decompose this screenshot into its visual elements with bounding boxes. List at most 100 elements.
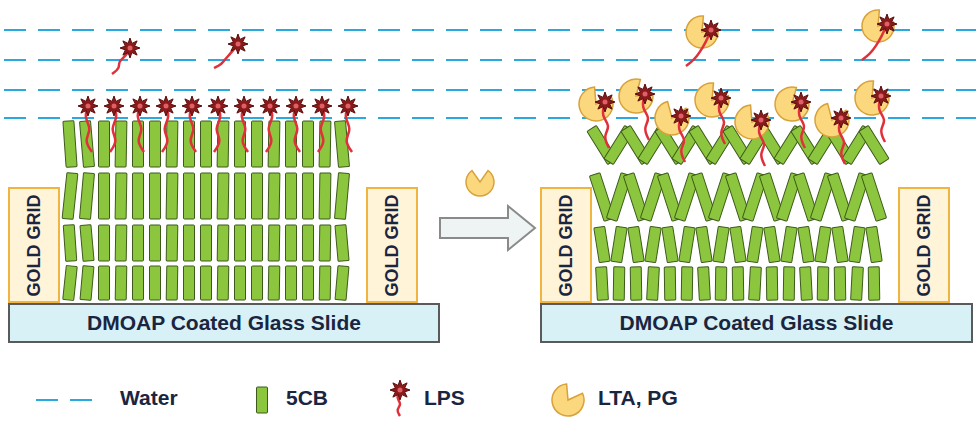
lc-rod — [303, 121, 314, 167]
grid-label: GOLD GRID — [24, 194, 45, 296]
lc-rod — [815, 226, 831, 262]
lc-rod — [115, 225, 127, 261]
lps-core — [320, 104, 325, 109]
lc-rod — [303, 225, 314, 261]
lps-core — [643, 92, 648, 97]
lc-rod — [115, 266, 127, 300]
lc-rod — [99, 121, 110, 167]
lc-rod — [747, 226, 763, 262]
lc-rod — [319, 173, 331, 219]
lps-core — [879, 94, 884, 99]
lc-rod — [184, 225, 195, 261]
lps-core — [885, 22, 890, 27]
lc-rod — [150, 266, 161, 300]
lc-rod — [851, 267, 864, 301]
lps-head — [78, 96, 98, 116]
lc-rod — [303, 266, 314, 300]
legend-label: LPS — [424, 386, 465, 410]
lc-rod — [257, 387, 268, 413]
lps-head — [234, 96, 254, 116]
lps-head — [104, 96, 124, 116]
lps-core — [709, 28, 714, 33]
lc-rod — [732, 267, 744, 300]
legend-samples — [36, 380, 584, 416]
lc-rod — [217, 173, 229, 219]
lps-core — [86, 104, 91, 109]
gold-grid: GOLD GRID — [898, 187, 950, 303]
gold-grid: GOLD GRID — [540, 187, 592, 303]
lps-core — [164, 104, 169, 109]
lc-rod — [252, 225, 263, 261]
lc-rod — [235, 173, 246, 219]
lta-pg-molecule — [466, 171, 494, 196]
lps-core — [138, 104, 143, 109]
lc-rod — [150, 225, 161, 261]
lps-head — [228, 34, 248, 54]
lc-rod — [268, 173, 280, 219]
lc-rod — [596, 267, 609, 301]
lc-rod — [783, 267, 795, 300]
lps-core — [398, 388, 403, 393]
lps-head — [791, 92, 811, 112]
lps-core — [346, 104, 351, 109]
lta-pg-molecule — [552, 384, 584, 416]
lps-head — [595, 92, 615, 112]
lc-rod — [335, 173, 350, 220]
block-arrow — [440, 206, 535, 250]
lc-rod — [868, 267, 880, 300]
lps-head — [390, 380, 410, 400]
lps-head — [711, 88, 731, 108]
lc-rod — [613, 267, 625, 300]
lc-rod — [133, 225, 144, 261]
gold-grid: GOLD GRID — [8, 187, 60, 303]
lc-rod — [166, 173, 178, 219]
lc-rod — [335, 266, 349, 301]
legend-label: 5CB — [286, 386, 328, 410]
grid-label: GOLD GRID — [382, 194, 403, 296]
lc-rod — [80, 173, 95, 220]
lc-rod — [679, 226, 695, 262]
lps-head — [120, 38, 140, 58]
lc-rod — [252, 266, 263, 300]
lps-head — [338, 96, 358, 116]
lc-rod — [150, 173, 161, 219]
lc-rod — [834, 267, 846, 300]
lps-head — [701, 20, 721, 40]
lc-rod — [184, 173, 195, 219]
lps-core — [839, 116, 844, 121]
lps-core — [128, 46, 133, 51]
lc-rod — [63, 121, 77, 168]
lc-rod — [99, 225, 110, 261]
lc-rod — [681, 267, 693, 300]
lc-rod — [115, 173, 127, 219]
lps-core — [719, 96, 724, 101]
lps-core — [294, 104, 299, 109]
lc-rod — [217, 266, 229, 300]
lc-rod — [861, 173, 886, 222]
lc-rod — [698, 267, 711, 301]
lps-core — [759, 118, 764, 123]
lc-rod — [730, 226, 746, 262]
lc-rod — [217, 225, 229, 261]
slide-label: DMOAP Coated Glass Slide — [620, 311, 894, 335]
lc-rod — [303, 173, 314, 219]
grid-label: GOLD GRID — [556, 194, 577, 296]
lc-rod — [235, 266, 246, 300]
lc-rod — [713, 226, 729, 262]
gold-grid: GOLD GRID — [366, 187, 418, 303]
lc-rod — [594, 226, 610, 262]
lc-rod — [99, 266, 110, 300]
water-line — [4, 29, 976, 31]
glass-slide: DMOAP Coated Glass Slide — [8, 303, 440, 343]
lc-rod — [715, 267, 727, 300]
lc-rod — [99, 173, 110, 219]
lc-rod — [133, 173, 144, 219]
lc-rod — [662, 226, 678, 262]
lc-rod — [628, 226, 644, 262]
legend-water-sample — [36, 399, 100, 401]
lps-head — [286, 96, 306, 116]
lc-rod — [859, 126, 889, 165]
lc-rod — [286, 173, 297, 219]
